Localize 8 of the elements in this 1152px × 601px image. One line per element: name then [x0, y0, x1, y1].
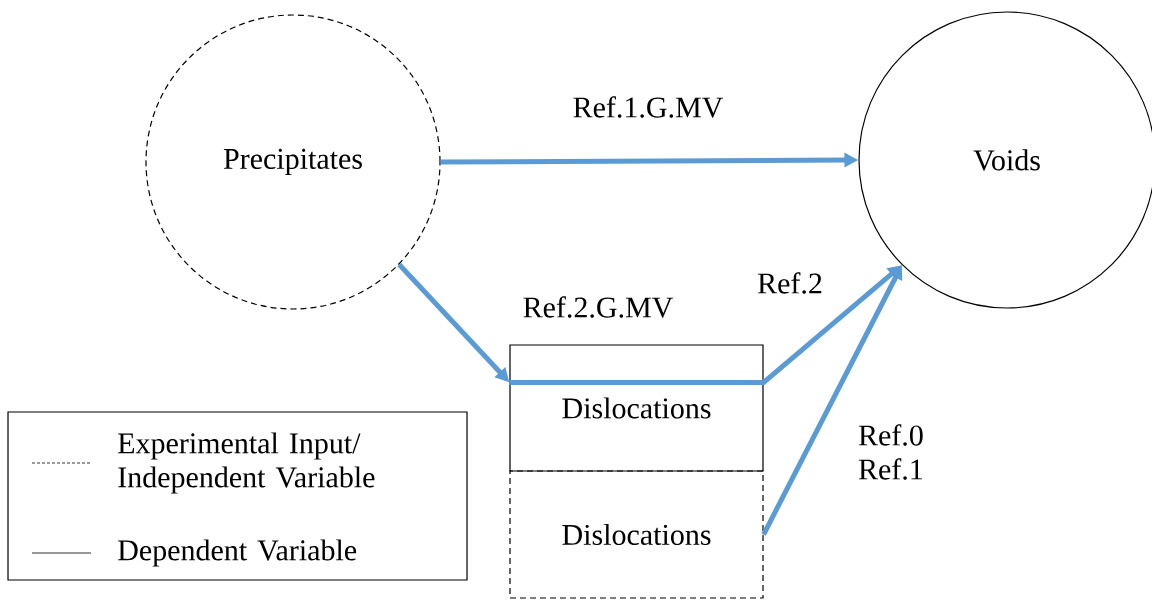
legend-label: Experimental Input/ Independent Variable: [118, 432, 375, 494]
legend-label: Dependent Variable: [118, 539, 357, 567]
edge-label: Ref.0 Ref.1: [858, 424, 923, 480]
box: Dislocations: [509, 344, 764, 472]
edge-label: Ref.2.G.MV: [523, 296, 674, 318]
edge-label: Ref.2: [757, 272, 822, 294]
dashed-box: Dislocations: [509, 470, 764, 599]
edge-label: Ref.1.G.MV: [573, 96, 724, 118]
